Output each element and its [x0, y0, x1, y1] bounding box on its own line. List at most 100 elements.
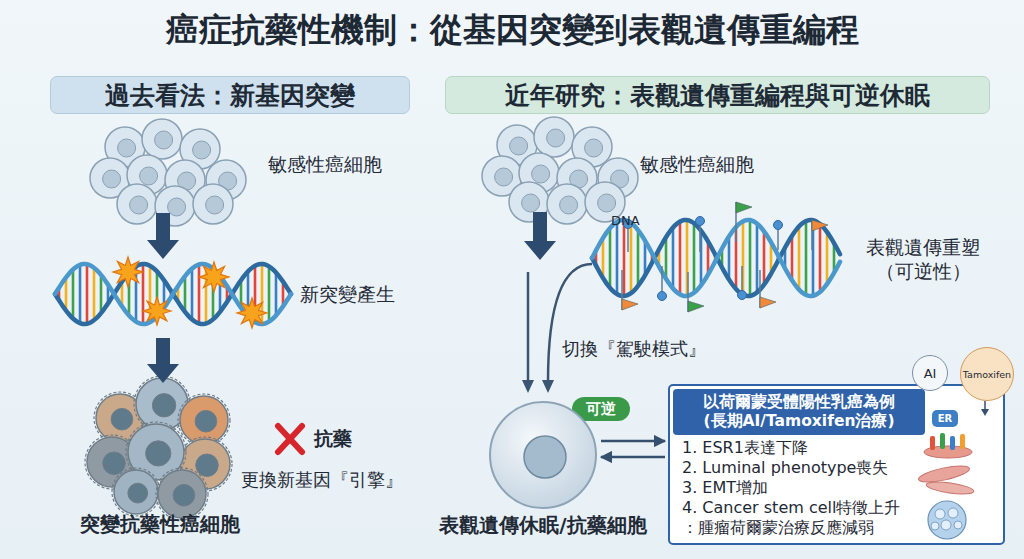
arrow-head: [147, 364, 179, 383]
base-pair: [742, 221, 745, 294]
cell: [547, 184, 587, 224]
base-pair: [791, 236, 794, 281]
node-text: 近年研究：表觀遺傳重編程與可逆休眠: [505, 79, 930, 112]
nucleus: [118, 139, 136, 157]
base-pair: [728, 236, 731, 279]
base-pair: [665, 237, 668, 279]
nucleus: [152, 394, 175, 417]
nucleus: [128, 483, 148, 503]
methyl-mark: [774, 221, 783, 230]
base-pair: [616, 222, 619, 294]
base-pair: [198, 265, 201, 324]
base-pair: [247, 271, 250, 316]
nucleus: [560, 196, 578, 214]
base-pair: [637, 230, 640, 286]
arrow-shaft: [156, 338, 170, 365]
base-pair: [275, 273, 278, 316]
mark-stem: [699, 221, 701, 252]
cell: [128, 424, 184, 480]
receptor-tag: ER: [932, 410, 958, 427]
cell-spikes: [126, 422, 186, 482]
base-pair: [595, 250, 598, 265]
box-heading: 以荷爾蒙受體陽性乳癌為例 (長期AI/Tamoxifen治療): [673, 389, 925, 435]
base-pair: [833, 243, 836, 273]
base-pair: [714, 254, 717, 262]
nucleus: [510, 137, 528, 155]
base-pair: [735, 227, 738, 289]
cell-spikes: [85, 435, 139, 489]
base-pair: [805, 221, 808, 295]
histone-flag: [812, 220, 828, 231]
mark-stem: [811, 220, 813, 250]
text-label: 表觀遺傳重塑 （可逆性）: [848, 236, 998, 284]
cell-shape: [924, 446, 972, 458]
base-pair: [658, 249, 661, 266]
base-pair: [770, 242, 773, 273]
cell: [158, 470, 206, 518]
cell: [193, 184, 233, 224]
nucleus: [495, 168, 513, 186]
cell-shape: [917, 463, 970, 486]
arrow-heads: [522, 380, 554, 393]
base-pair: [798, 226, 801, 289]
cell: [142, 119, 182, 159]
base-pair: [163, 280, 166, 308]
receptor-stick: [960, 434, 965, 449]
cell: [87, 437, 137, 487]
cell-outline: [488, 400, 598, 510]
base-pair: [58, 288, 61, 301]
base-pair: [177, 286, 180, 302]
base-pair: [721, 249, 724, 268]
cell: [534, 117, 574, 157]
text-label: 切換『駕駛模式』: [562, 338, 706, 361]
cell: [572, 127, 612, 167]
nucleus: [193, 141, 211, 159]
base-pair: [812, 220, 815, 296]
nucleus: [570, 170, 588, 188]
base-pair: [623, 220, 626, 296]
header-band: 過去看法：新基因突變: [50, 76, 410, 114]
cell-cluster: [482, 117, 638, 224]
cell: [519, 153, 559, 193]
receptor-stick: [950, 436, 955, 450]
base-pair: [749, 220, 752, 296]
switch-arrows: [528, 264, 592, 382]
base-pair: [212, 269, 215, 320]
base-pair: [86, 264, 89, 323]
list-item: 3. EMT增加: [682, 478, 768, 499]
base-pair: [114, 292, 117, 295]
nucleus: [196, 454, 219, 477]
arrow-head: [524, 241, 556, 260]
cell-spikes: [112, 468, 160, 516]
dna-helix: [592, 220, 840, 296]
epigenetic-marks: [622, 202, 828, 312]
base-pair: [240, 280, 243, 308]
cell-body: [490, 402, 596, 508]
base-pair: [233, 291, 236, 297]
cell: [105, 127, 145, 167]
nucleus: [195, 410, 217, 432]
mesenchymal-cells: [917, 463, 974, 497]
text-label: 新突變產生: [300, 283, 395, 307]
drug-arrow: [984, 401, 986, 410]
drug-circle: Tamoxifen: [960, 347, 1014, 401]
nucleus: [111, 408, 133, 430]
text-label: 抗藥: [314, 427, 352, 451]
base-pair: [777, 255, 780, 261]
nucleus: [146, 441, 171, 466]
histone-flag: [760, 297, 776, 308]
base-pair: [142, 264, 145, 324]
base-pair: [602, 238, 605, 278]
mark-stem: [687, 272, 689, 312]
mutation-burst: [199, 262, 229, 292]
text-label: 敏感性癌細胞: [268, 153, 382, 177]
arrow-shaft: [533, 212, 547, 242]
base-pair: [693, 223, 696, 293]
sphere-cell: [954, 521, 962, 529]
cell: [180, 396, 228, 444]
nucleus: [173, 484, 195, 506]
base-pair: [156, 271, 159, 316]
methyl-mark: [696, 217, 705, 226]
mark-stem: [735, 202, 737, 242]
